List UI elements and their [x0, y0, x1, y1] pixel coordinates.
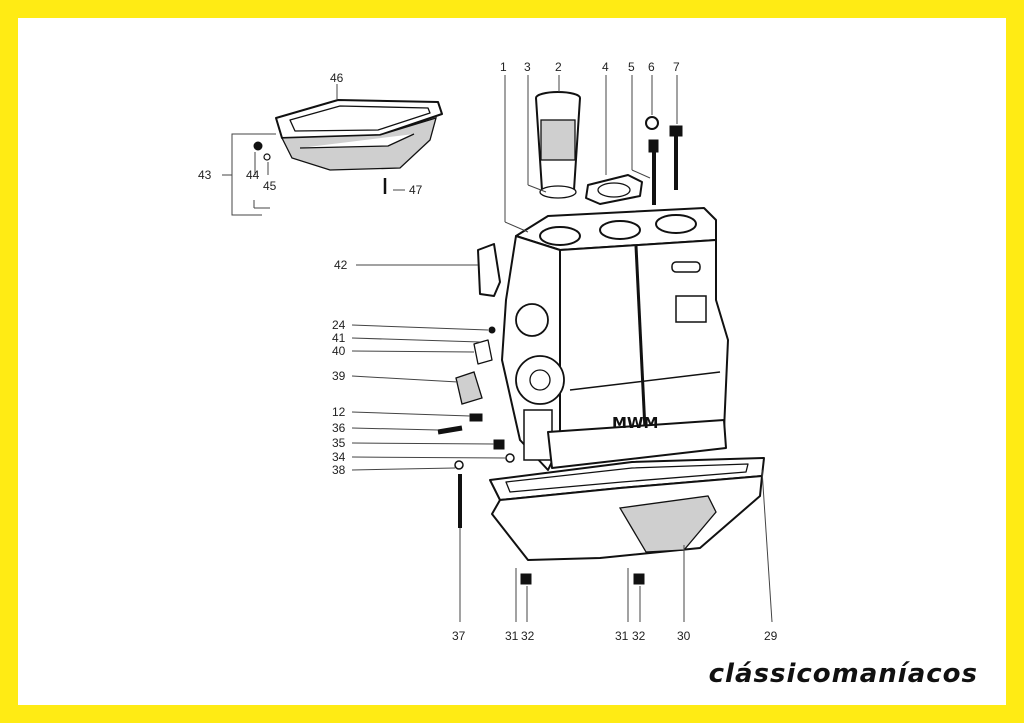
small-oil-sump [253, 99, 443, 194]
callout-3: 3 [524, 60, 531, 74]
callout-43: 43 [198, 168, 212, 182]
callout-4: 4 [602, 60, 609, 74]
callout-2: 2 [555, 60, 562, 74]
callout-41: 41 [332, 331, 346, 345]
callout-31-right: 31 [615, 629, 629, 643]
cover-gasket [477, 243, 501, 297]
callout-32-right: 32 [632, 629, 646, 643]
cylinder-liner [535, 91, 581, 199]
callout-labels: 1 2 3 4 5 6 7 24 41 40 39 12 36 35 34 38… [198, 60, 778, 643]
callout-36: 36 [332, 421, 346, 435]
engine-block: MWM [501, 207, 729, 471]
callout-46: 46 [330, 71, 344, 85]
stud-bolt [645, 116, 683, 205]
callout-34: 34 [332, 450, 346, 464]
callout-32-left: 32 [521, 629, 535, 643]
callout-29: 29 [764, 629, 778, 643]
callout-45: 45 [263, 179, 277, 193]
callout-47: 47 [409, 183, 423, 197]
long-bolt [454, 460, 464, 528]
callout-40: 40 [332, 344, 346, 358]
bearing-parts [437, 326, 515, 463]
main-oil-pan [489, 457, 765, 585]
callout-1: 1 [500, 60, 507, 74]
callout-24: 24 [332, 318, 346, 332]
callout-12: 12 [332, 405, 346, 419]
callout-38: 38 [332, 463, 346, 477]
callout-7: 7 [673, 60, 680, 74]
callout-31-left: 31 [505, 629, 519, 643]
leader-lines [222, 75, 773, 623]
callout-35: 35 [332, 436, 346, 450]
callout-39: 39 [332, 369, 346, 383]
head-gasket-ring [585, 174, 643, 205]
callout-37: 37 [452, 629, 466, 643]
engine-brand-label: MWM [612, 414, 658, 432]
callout-6: 6 [648, 60, 655, 74]
callout-42: 42 [334, 258, 348, 272]
brand-watermark: clássicomaníacos [708, 659, 978, 689]
callout-30: 30 [677, 629, 691, 643]
callout-5: 5 [628, 60, 635, 74]
callout-44: 44 [246, 168, 260, 182]
